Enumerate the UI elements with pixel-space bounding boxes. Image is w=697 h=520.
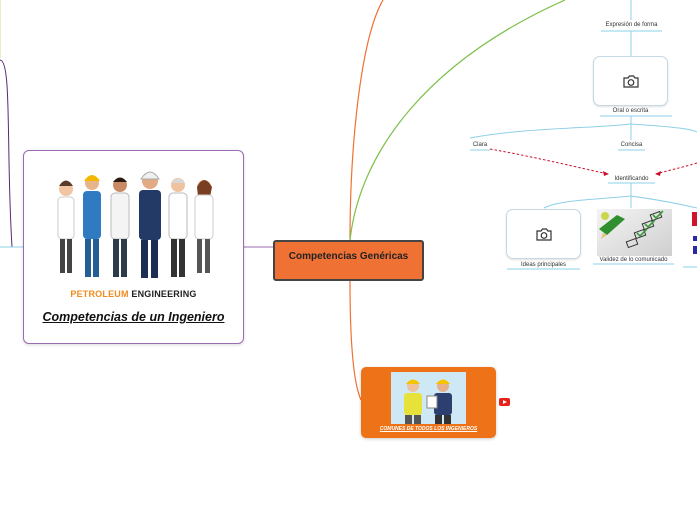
node-clara[interactable]: Clara [472,142,488,148]
node-concisa[interactable]: Concisa [620,142,643,148]
workers-image [391,372,466,424]
dashed-clara-to-identificando [489,148,609,175]
node-identificando[interactable]: Identificando [614,176,649,182]
engineer-figure-2 [83,175,101,277]
engineer-figure-6 [194,180,214,273]
right-edge-mark-red [692,212,697,226]
orange-up-branch [349,0,384,241]
competencias-genericas-label: Competencias Genéricas [288,251,409,262]
root-topic-card[interactable]: PETROLEUM ENGINEERING Competencias de un… [23,150,244,344]
ideas-image-card[interactable] [506,209,581,259]
brand-word-petroleum: PETROLEUM [70,289,129,299]
arrowhead-left [603,171,609,176]
brand-logo-text: PETROLEUM ENGINEERING [24,289,243,299]
camera-icon [623,75,639,88]
left-branch-line [0,59,23,248]
comunes-node[interactable]: COMUNES DE TODOS LOS INGENIEROS [361,367,496,438]
engineer-figure-3 [110,177,130,277]
competencias-genericas-node[interactable]: Competencias Genéricas [273,240,424,281]
comunes-label: COMUNES DE TODOS LOS INGENIEROS [379,426,478,432]
engineers-image [57,171,214,278]
brand-word-engineering: ENGINEERING [131,289,197,299]
orange-down-branch [349,280,362,401]
oral-image-card[interactable] [593,56,668,106]
blue-to-ideas [543,195,632,209]
green-branch [349,0,566,241]
node-ideas-principales[interactable]: Ideas principales [520,262,567,268]
node-oral-o-escrita[interactable]: Oral o escrita [612,108,649,114]
blue-to-clara [469,123,632,139]
right-edge-mark-blue [693,236,697,241]
dashed-right-to-identificando [655,162,697,175]
arrowhead-right [655,171,661,176]
checklist-image [597,209,672,256]
engineer-figure-4 [139,171,161,278]
right-edge-mark-blue2 [693,246,697,254]
blue-to-right2 [630,195,697,209]
youtube-icon[interactable] [499,398,510,406]
root-title: Competencias de un Ingeniero [42,310,225,324]
blue-to-right [630,123,697,133]
engineer-figure-1 [57,180,75,273]
node-expresion-de-forma[interactable]: Expresión de forma [605,22,658,28]
node-validez-de-lo-comunicado[interactable]: Validez de lo comunicado [599,257,668,263]
engineer-figure-5 [168,178,188,277]
camera-icon [536,228,552,241]
